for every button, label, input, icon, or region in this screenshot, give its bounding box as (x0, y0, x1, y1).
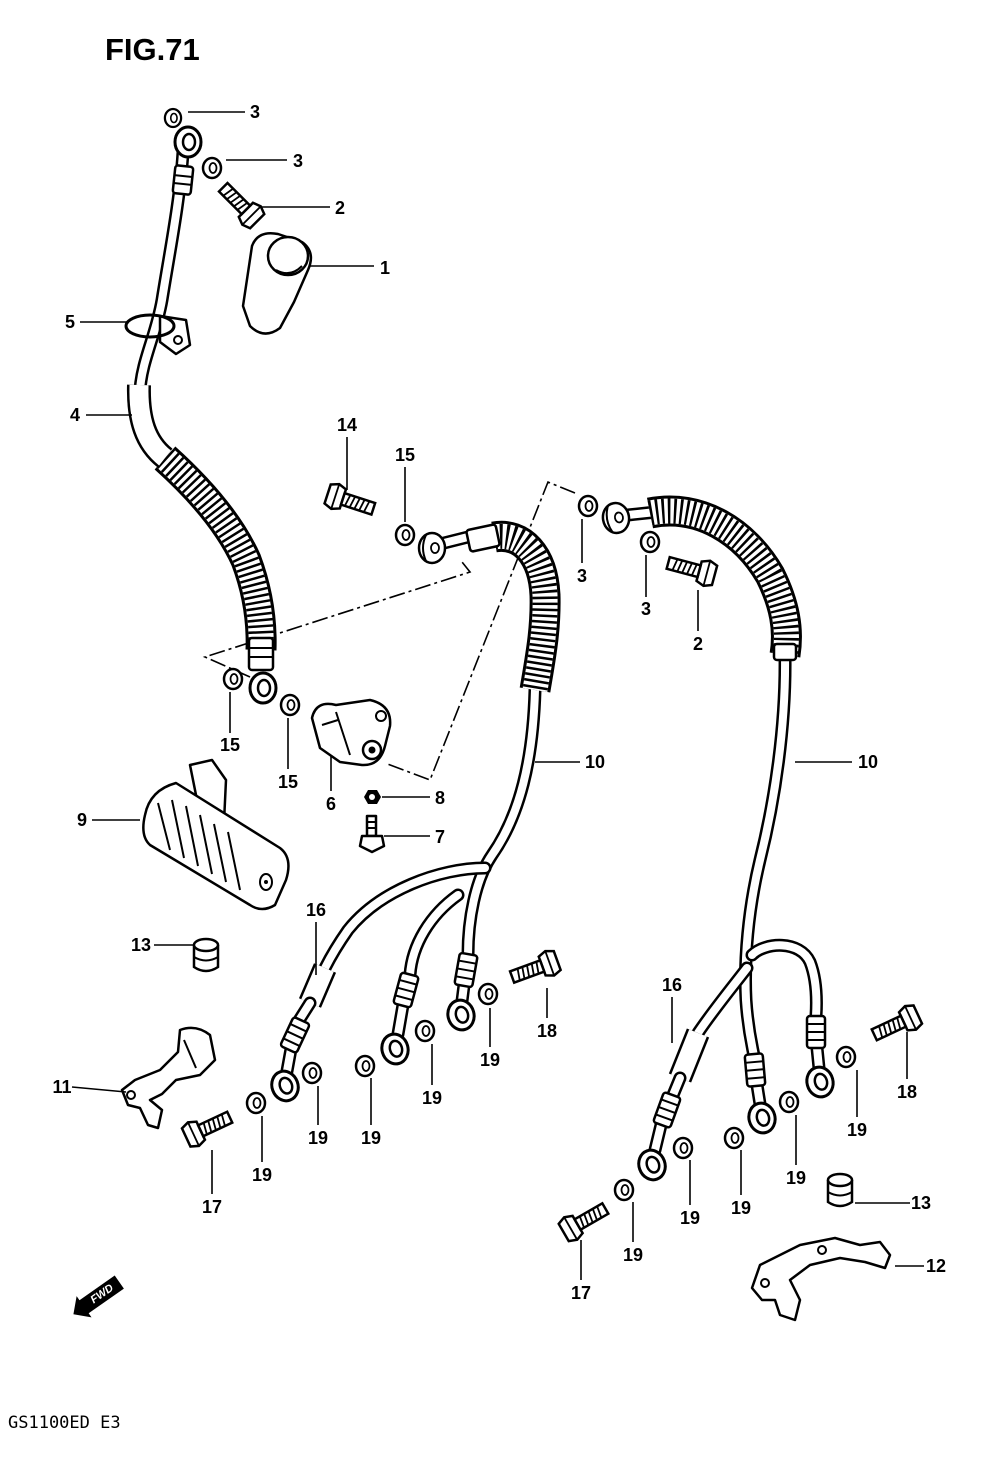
hose-guide-left (120, 1026, 217, 1130)
union-bolt (663, 549, 720, 590)
callout-number: 10 (585, 752, 605, 772)
callout-number: 19 (680, 1208, 700, 1228)
washer (163, 107, 183, 129)
left-brake-hose (266, 524, 545, 1107)
washer (835, 1045, 857, 1069)
callout-number: 2 (693, 634, 703, 654)
assembly-phantom-line (384, 480, 576, 782)
union-bolt (179, 1104, 237, 1151)
callout-number: 5 (65, 312, 75, 332)
callout-number: 9 (77, 810, 87, 830)
bleeder-cap (241, 232, 313, 335)
grommet (826, 1172, 854, 1208)
callout-number: 13 (131, 935, 151, 955)
callout-number: 19 (731, 1198, 751, 1218)
callout-number: 1 (380, 258, 390, 278)
washer (477, 982, 499, 1006)
callout-number: 7 (435, 827, 445, 847)
leader-lines (71, 111, 924, 1280)
union-bolt (867, 1001, 925, 1048)
callout-number: 6 (326, 794, 336, 814)
callout-number: 14 (337, 415, 357, 435)
callout-number: 19 (252, 1165, 272, 1185)
upper-brake-hose (139, 125, 278, 705)
washer (201, 156, 223, 180)
callout-number: 4 (70, 405, 80, 425)
model-code: GS1100ED E3 (8, 1413, 121, 1433)
callout-number: 16 (662, 975, 682, 995)
callout-number: 10 (858, 752, 878, 772)
union-bolt (506, 947, 563, 991)
callout-number: 15 (395, 445, 415, 465)
callout-number: 3 (641, 599, 651, 619)
callout-number: 19 (847, 1120, 867, 1140)
washer (354, 1054, 376, 1078)
hose-fitting-nut (417, 531, 447, 565)
joint-nut (364, 790, 381, 804)
union-bolt (555, 1195, 614, 1246)
washer (301, 1061, 323, 1085)
figure-title: FIG.71 (105, 32, 200, 67)
caliper-cover (142, 758, 290, 911)
callout-number: 15 (278, 772, 298, 792)
washer (222, 667, 244, 691)
callout-number: 19 (480, 1050, 500, 1070)
callout-number: 15 (220, 735, 240, 755)
washer (723, 1126, 745, 1150)
callout-number: 19 (308, 1128, 328, 1148)
washer (394, 523, 416, 547)
callout-number: 18 (537, 1021, 557, 1041)
callout-number: 18 (897, 1082, 917, 1102)
washer (778, 1090, 800, 1114)
callout-number: 13 (911, 1193, 931, 1213)
hose-fitting-nut (599, 499, 633, 537)
hose-clamp (124, 313, 192, 356)
right-brake-hose (628, 511, 838, 1186)
washer (414, 1019, 436, 1043)
washer (279, 693, 301, 717)
callout-number: 12 (926, 1256, 946, 1276)
callout-number: 17 (202, 1197, 222, 1217)
callout-number: 19 (623, 1245, 643, 1265)
forward-arrow-icon: FWD (73, 1275, 124, 1318)
brake-hose-joint (310, 698, 392, 767)
assembly-phantom-line (202, 561, 472, 678)
callout-number: 3 (293, 151, 303, 171)
callout-number: 17 (571, 1283, 591, 1303)
callout-number: 19 (786, 1168, 806, 1188)
hose-guide-right (750, 1236, 892, 1322)
grommet (192, 937, 220, 973)
callout-number: 3 (250, 102, 260, 122)
callout-labels: 3 3 2 1 5 4 14 15 3 3 2 15 15 6 10 10 8 … (52, 102, 946, 1303)
callout-number: 8 (435, 788, 445, 808)
callout-number: 11 (52, 1077, 71, 1097)
washer (245, 1091, 267, 1115)
union-bolt (212, 176, 268, 232)
callout-number: 16 (306, 900, 326, 920)
washer (613, 1178, 635, 1202)
washer (639, 530, 661, 554)
callout-number: 3 (577, 566, 587, 586)
callout-number: 2 (335, 198, 345, 218)
joint-bolt (358, 814, 386, 854)
callout-number: 19 (361, 1128, 381, 1148)
callout-number: 19 (422, 1088, 442, 1108)
washer (577, 494, 599, 518)
union-bolt (322, 480, 379, 523)
washer (672, 1136, 694, 1160)
